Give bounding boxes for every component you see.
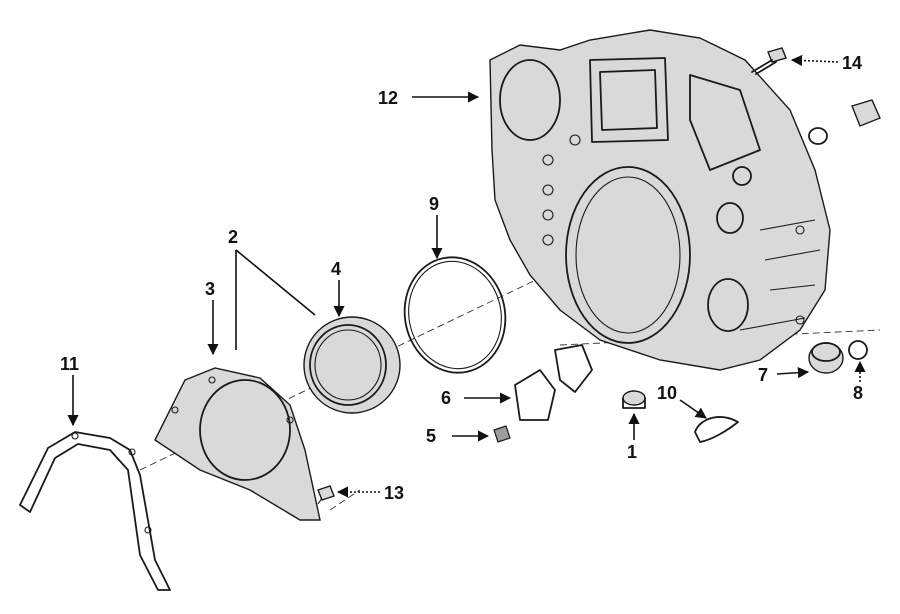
retaining-clip <box>694 416 739 443</box>
callout-14: 14 <box>842 53 862 73</box>
o-ring-seal <box>403 256 507 374</box>
drain-plug <box>808 342 844 374</box>
callout-6: 6 <box>441 388 451 408</box>
callout-13: 13 <box>384 483 404 503</box>
callout-3: 3 <box>205 279 215 299</box>
callout-2: 2 <box>228 227 238 247</box>
callout-8: 8 <box>853 383 863 403</box>
rear-seal <box>303 316 401 414</box>
screw-small <box>317 485 335 505</box>
callout-7: 7 <box>758 365 768 385</box>
flywheel-housing <box>489 29 831 371</box>
callout-12: 12 <box>378 88 398 108</box>
callout-labels: 1 2 3 4 5 6 7 8 9 10 11 12 13 14 <box>60 53 863 503</box>
callout-1: 1 <box>627 442 637 462</box>
cover-plate <box>514 344 593 421</box>
callout-10: 10 <box>657 383 677 403</box>
cover-bolt <box>493 425 511 443</box>
callout-11: 11 <box>60 354 79 374</box>
plug-o-ring <box>848 340 868 360</box>
callout-5: 5 <box>426 426 436 446</box>
callout-9: 9 <box>429 194 439 214</box>
grommet <box>622 390 646 409</box>
leader-lines <box>67 54 866 498</box>
plug-upper-right <box>808 99 881 145</box>
callout-4: 4 <box>331 259 341 279</box>
seal-housing <box>154 367 321 521</box>
housing-gasket <box>19 431 171 591</box>
bolt-top <box>751 47 787 75</box>
